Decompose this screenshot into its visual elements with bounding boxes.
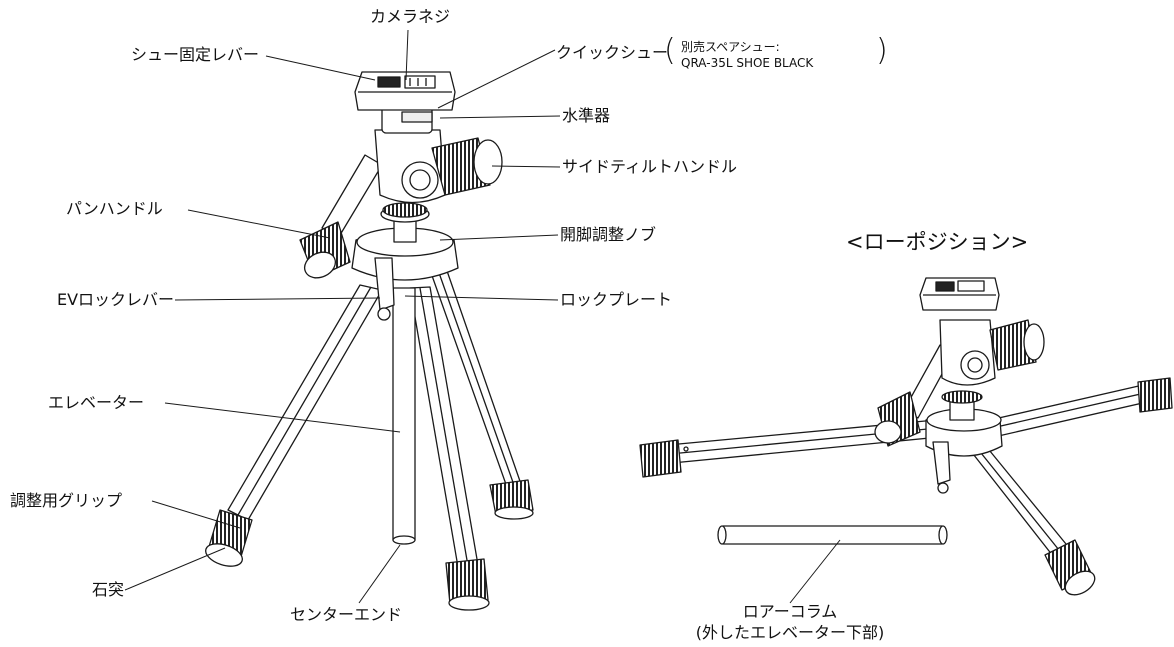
low-position-title: <ローポジション> [846, 230, 1029, 254]
label-elevator: エレベーター [48, 393, 145, 412]
label-ev-lock-lever: EVロックレバー [57, 290, 175, 309]
low-position-tripod [639, 277, 1173, 596]
label-center-end: センターエンド [290, 605, 403, 624]
label-spare-shoe-line1: 別売スペアシュー: [681, 40, 780, 54]
front-left-leg [205, 284, 383, 567]
paren-close: ) [876, 33, 888, 68]
low-head [939, 319, 996, 386]
low-side-tilt-handle [989, 319, 1045, 371]
lower-column-tube [717, 525, 948, 545]
elevator-column [392, 287, 416, 545]
label-lower-column-note: (外したエレベーター下部) [695, 623, 885, 642]
low-right-leg [989, 377, 1173, 438]
main-tripod [205, 71, 534, 611]
label-adjust-grip: 調整用グリップ [10, 491, 123, 510]
front-right-leg [409, 286, 490, 611]
label-shoe-lock-lever: シュー固定レバー [131, 45, 260, 64]
label-stone-foot: 石突 [92, 580, 125, 599]
low-hub [925, 390, 1003, 494]
low-quick-shoe [919, 277, 1000, 311]
label-camera-screw: カメラネジ [370, 7, 451, 26]
paren-open: ( [664, 33, 676, 68]
pan-handle [299, 154, 383, 279]
side-tilt-handle [431, 137, 503, 196]
label-pan-handle: パンハンドル [66, 199, 163, 218]
low-down-leg [969, 444, 1096, 596]
quick-shoe-plate [354, 71, 456, 123]
label-quick-shoe: クイックシュー [556, 43, 669, 62]
leg-hub [351, 202, 459, 321]
leader-lines [124, 29, 841, 604]
label-side-tilt-handle: サイドティルトハンドル [562, 157, 738, 176]
label-spare-shoe-line2: QRA-35L SHOE BLACK [681, 56, 814, 70]
label-lock-plate: ロックプレート [560, 290, 673, 309]
label-lower-column: ロアーコラム [742, 602, 838, 621]
label-spirit-level: 水準器 [562, 106, 611, 125]
label-leg-opening-knob: 開脚調整ノブ [560, 225, 657, 244]
